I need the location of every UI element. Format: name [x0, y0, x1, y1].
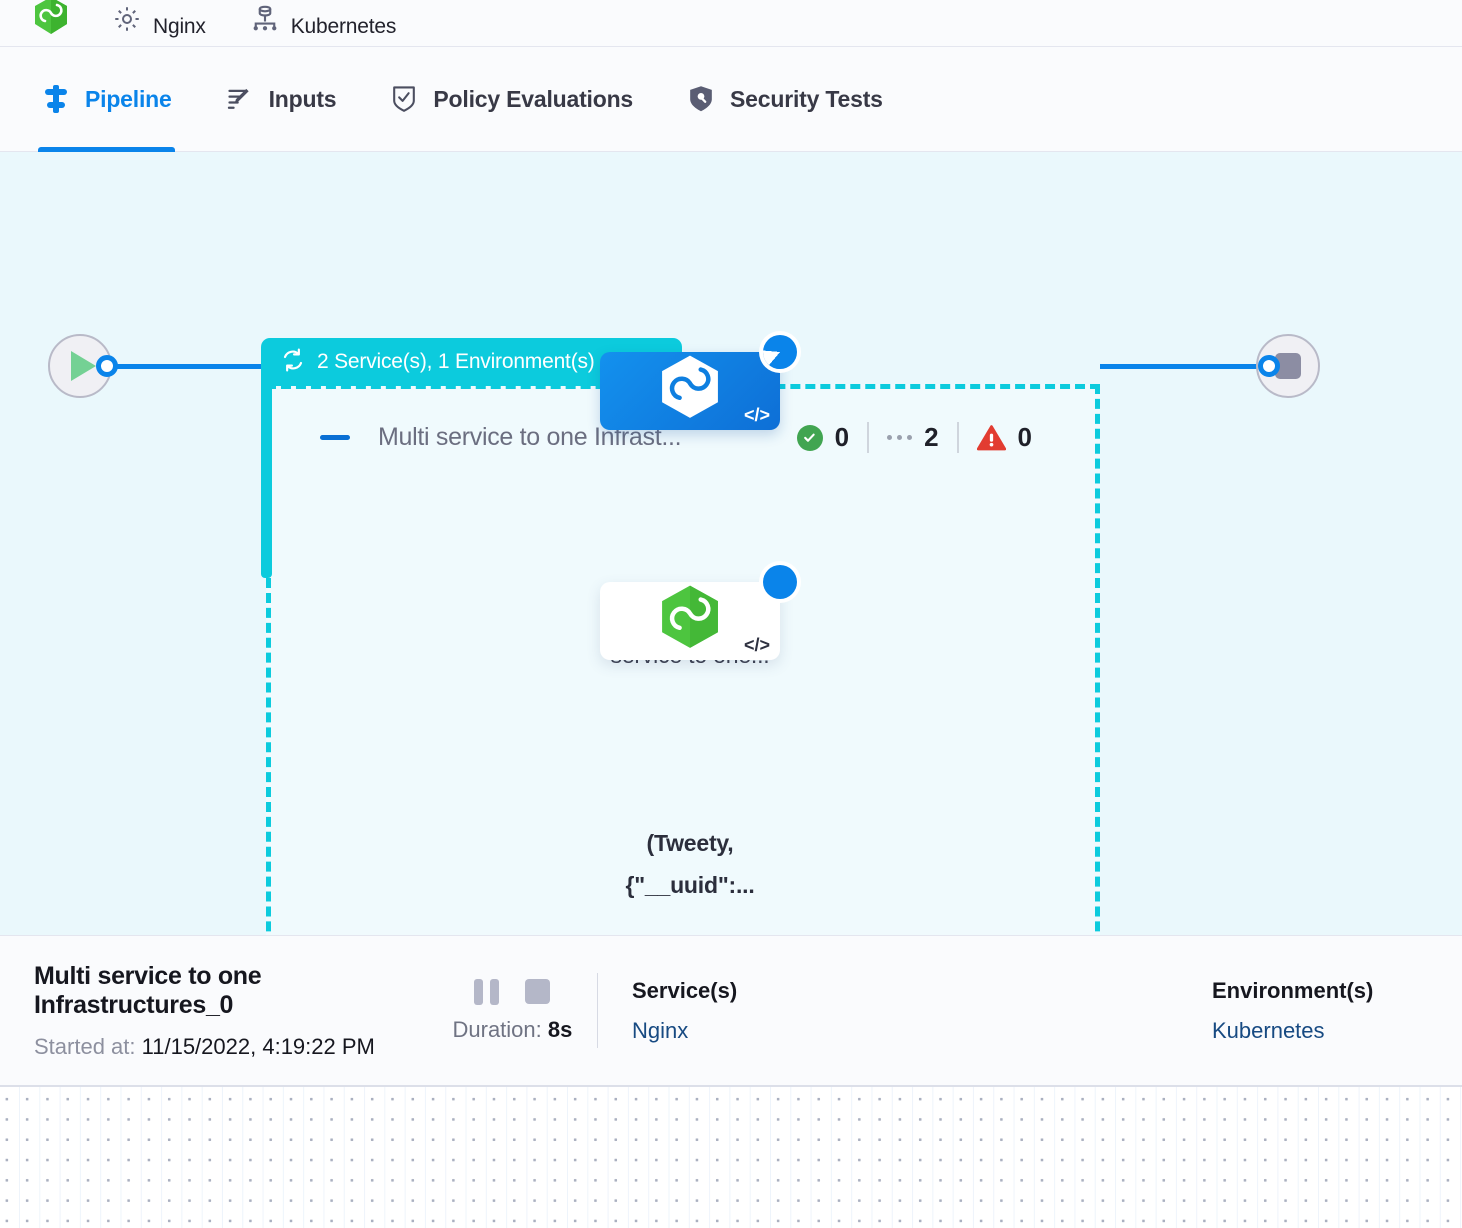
services-header: Service(s) [632, 977, 738, 1003]
stop-icon[interactable] [525, 979, 551, 1004]
tab-pipeline[interactable]: Pipeline [38, 47, 175, 152]
execution-summary: Multi service to one Infrastructures_0 S… [0, 962, 438, 1060]
collapse-dash-icon[interactable] [320, 435, 350, 440]
tab-label-policy-evaluations: Policy Evaluations [433, 85, 634, 112]
tab-bar: Pipeline Inputs Policy Evaluations [0, 47, 1462, 152]
execution-duration-label: Duration: [452, 1016, 542, 1042]
check-circle-icon [796, 424, 823, 451]
kubernetes-nodes-icon [250, 4, 280, 39]
execution-duration-value: 8s [547, 1016, 573, 1042]
stage-group-rail [261, 380, 272, 578]
code-brackets-icon: </> [743, 635, 770, 655]
breadcrumb-item-nginx[interactable]: Nginx [112, 6, 206, 46]
tab-inputs[interactable]: Inputs [222, 47, 340, 152]
play-icon [70, 351, 96, 381]
tab-policy-evaluations[interactable]: Policy Evaluations [386, 47, 636, 152]
running-spinner-icon [763, 565, 797, 599]
status-running-count: 2 [924, 422, 939, 452]
execution-started: Started at: 11/15/2022, 4:19:22 PM [34, 1034, 438, 1060]
stage-group-status: 0 2 0 [779, 422, 1050, 453]
stage-group-badge-label: 2 Service(s), 1 Environment(s) [317, 350, 595, 373]
harness-hexagon-green-icon [659, 585, 721, 658]
execution-title: Multi service to one Infrastructures_0 [34, 961, 262, 1019]
shield-check-icon [389, 84, 419, 114]
tab-label-inputs: Inputs [268, 85, 337, 112]
wire-start-to-group [112, 364, 266, 369]
green-hexagon-logo-icon [34, 0, 68, 40]
inputs-wand-icon [225, 84, 255, 114]
gear-icon [112, 4, 142, 39]
stage-node-tweety-label-line2: {"__uuid":... [625, 872, 755, 898]
pause-icon[interactable] [474, 978, 500, 1005]
pipeline-canvas[interactable]: 2 Service(s), 1 Environment(s) Multi ser… [0, 152, 1462, 935]
warning-triangle-icon [976, 424, 1006, 451]
loop-repeat-icon [280, 347, 306, 378]
background-dot-grid [0, 1087, 1462, 1228]
services-value-nginx[interactable]: Nginx [632, 1017, 689, 1043]
tab-label-pipeline: Pipeline [85, 85, 172, 112]
environments-column: Environment(s) Kubernetes [1212, 978, 1462, 1044]
status-error-count: 0 [1017, 422, 1032, 452]
status-success-count: 0 [834, 422, 850, 452]
end-node-connector-dot [1258, 355, 1280, 377]
tab-label-security-tests: Security Tests [730, 85, 883, 112]
wire-group-to-end [1100, 364, 1268, 369]
status-error: 0 [956, 422, 1050, 453]
execution-duration: Duration: 8s [453, 1017, 573, 1043]
environments-value-kubernetes[interactable]: Kubernetes [1212, 1017, 1325, 1043]
status-success: 0 [779, 422, 867, 453]
dots-icon [887, 435, 913, 440]
execution-detail-bar: Multi service to one Infrastructures_0 S… [0, 935, 1462, 1087]
stage-node-nginx[interactable]: </> [600, 335, 797, 430]
running-spinner-icon [763, 335, 797, 369]
environments-header: Environment(s) [1212, 977, 1374, 1003]
status-running: 2 [867, 422, 956, 453]
execution-started-value: 11/15/2022, 4:19:22 PM [141, 1033, 375, 1059]
divider [596, 973, 598, 1048]
breadcrumb-item-logo[interactable] [34, 0, 68, 46]
shield-lock-icon [686, 84, 716, 114]
stage-node-tweety[interactable]: </> [600, 565, 797, 660]
breadcrumb-label-kubernetes: Kubernetes [290, 15, 397, 38]
breadcrumb-item-kubernetes[interactable]: Kubernetes [250, 5, 397, 46]
pipeline-icon [41, 84, 71, 114]
start-node-connector-dot [96, 355, 118, 377]
code-brackets-icon: </> [743, 405, 770, 425]
stage-node-tweety-label-bold: (Tweety, [646, 830, 734, 856]
harness-hexagon-icon [659, 355, 721, 428]
execution-controls: Duration: 8s [438, 978, 586, 1043]
execution-started-label: Started at: [34, 1033, 136, 1059]
tab-security-tests[interactable]: Security Tests [683, 47, 886, 152]
breadcrumb: Nginx Kubernetes [0, 0, 1462, 47]
stage-node-tweety-label: (Tweety, {"__uuid":... [550, 822, 830, 906]
services-column: Service(s) Nginx [632, 978, 882, 1044]
breadcrumb-label-nginx: Nginx [153, 15, 206, 38]
